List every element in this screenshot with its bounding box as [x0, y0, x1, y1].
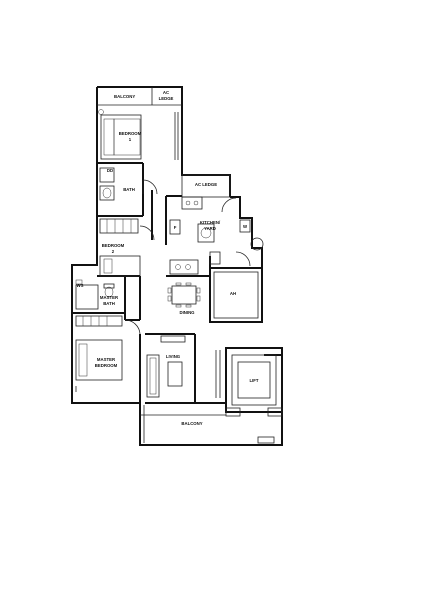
- label-fridge: F: [174, 225, 177, 230]
- outer-walls: [71, 86, 283, 446]
- label-balcony-top: BALCONY: [114, 94, 135, 99]
- master-bedroom-furniture: [75, 315, 141, 392]
- label-bedroom-1-num: 1: [129, 137, 132, 142]
- label-ac-ledge-top-2: LEDGE: [159, 96, 174, 101]
- label-bedroom-2-num: 2: [112, 249, 115, 254]
- bedroom-1-furniture: [98, 109, 179, 160]
- label-master-bedroom-2: BEDROOM: [95, 363, 118, 368]
- label-balcony-bottom: BALCONY: [181, 421, 202, 426]
- living-furniture: [146, 335, 221, 398]
- master-bath-fixtures: [75, 279, 115, 310]
- bath-fixtures: [99, 167, 158, 201]
- label-washer: W: [243, 224, 248, 229]
- interior-walls: [72, 162, 226, 416]
- label-master-bedroom: MASTER: [97, 357, 116, 362]
- label-bedroom-1: BEDROOM: [119, 131, 142, 136]
- ac-ledge-mid: [181, 174, 231, 198]
- label-kitchen: KITCHEN/: [200, 220, 221, 225]
- label-living: LIVING: [166, 354, 181, 359]
- household-shelter: [209, 267, 263, 323]
- dining-table: [167, 282, 201, 308]
- label-ws: WS: [77, 283, 84, 288]
- lift-core: [225, 347, 283, 417]
- label-lift: LIFT: [249, 378, 258, 383]
- label-yard: YARD: [204, 226, 216, 231]
- kitchen-fixtures: [169, 196, 264, 275]
- label-ah: AH: [230, 291, 236, 296]
- label-bath: BATH: [123, 187, 135, 192]
- label-ac-ledge-top-1: AC: [163, 90, 169, 95]
- room-labels: BALCONY AC LEDGE BEDROOM 1 BATH AC LEDGE…: [77, 90, 259, 426]
- label-master-bath-2: BATH: [103, 301, 115, 306]
- balcony-bottom-rail: [143, 405, 275, 444]
- bedroom-2-furniture: [99, 218, 155, 277]
- label-dd: DD: [107, 168, 113, 173]
- label-dining: DINING: [179, 310, 195, 315]
- label-ac-ledge-mid: AC LEDGE: [195, 182, 217, 187]
- label-master-bath: MASTER: [100, 295, 119, 300]
- label-bedroom-2: BEDROOM: [102, 243, 125, 248]
